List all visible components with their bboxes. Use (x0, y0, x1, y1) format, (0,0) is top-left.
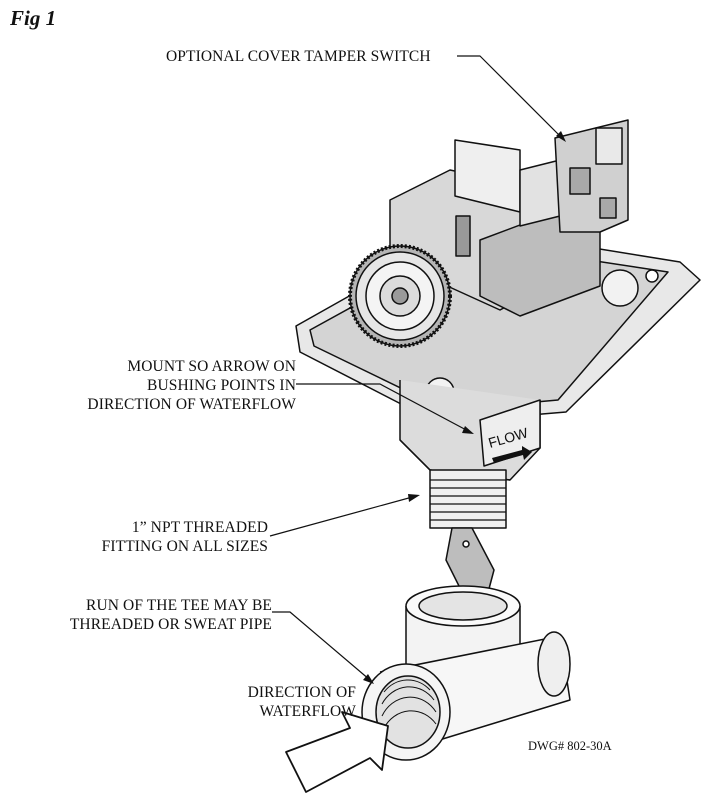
mount-note-line3: DIRECTION OF WATERFLOW (87, 396, 296, 413)
tamper-switch-label: OPTIONAL COVER TAMPER SWITCH (166, 48, 431, 65)
leader-arrowheads (363, 131, 566, 684)
mount-note-line2: BUSHING POINTS IN (147, 377, 296, 394)
mount-note-line1: MOUNT SO ARROW ON (127, 358, 296, 375)
npt-note-line1: 1” NPT THREADED (131, 519, 268, 536)
tee-note-line2: THREADED OR SWEAT PIPE (69, 616, 272, 633)
direction-label-line2: WATERFLOW (259, 703, 356, 720)
threaded-fitting (429, 469, 507, 529)
leader-lines (269, 55, 563, 681)
tee-note-line1: RUN OF THE TEE MAY BE (86, 597, 272, 614)
pipe-tee (361, 585, 571, 761)
adjustment-dial (348, 244, 452, 348)
drawing-number: DWG# 802-30A (528, 739, 612, 753)
direction-arrow (285, 711, 389, 793)
npt-note-line2: FITTING ON ALL SIZES (101, 538, 268, 555)
flow-arrow-icon (492, 446, 532, 463)
direction-label-line1: DIRECTION OF (247, 684, 356, 701)
figure-title: Fig 1 (10, 6, 57, 30)
